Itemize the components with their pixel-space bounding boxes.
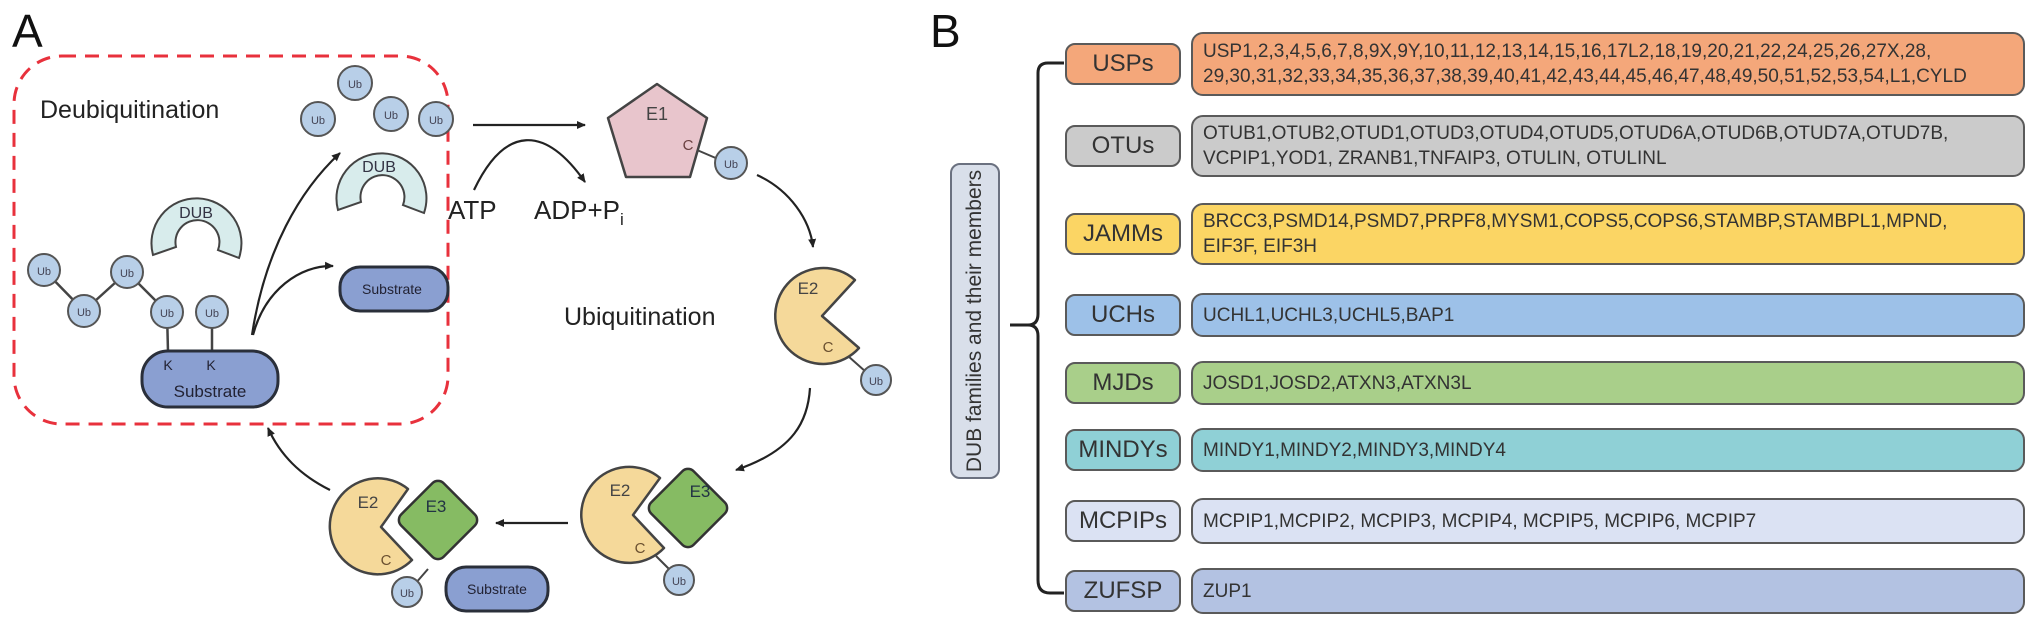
svg-text:Ub: Ub bbox=[160, 308, 174, 320]
svg-text:C: C bbox=[381, 552, 392, 569]
family-name-uchs: UCHs bbox=[1065, 294, 1181, 336]
family-members-jamms: BRCC3,PSMD14,PSMD7,PRPF8,MYSM1,COPS5,COP… bbox=[1191, 203, 2025, 265]
e2-e3-substrate-complex-icon: E2 E3 C Ub Substrate bbox=[328, 477, 550, 613]
svg-text:E3: E3 bbox=[690, 482, 711, 501]
ub-molecule-icon: Ub bbox=[337, 65, 373, 101]
arrow-e1-to-e2 bbox=[756, 173, 817, 248]
released-ub-group: Ub Ub Ub Ub bbox=[300, 65, 454, 137]
svg-text:E3: E3 bbox=[426, 497, 447, 516]
ubiquitination-label: Ubiquitination bbox=[564, 303, 716, 331]
family-members-otus: OTUB1,OTUB2,OTUD1,OTUD3,OTUD4,OTUD5,OTUD… bbox=[1191, 115, 2025, 177]
svg-text:C: C bbox=[823, 339, 834, 356]
family-row-otus: OTUs OTUB1,OTUB2,OTUD1,OTUD3,OTUD4,OTUD5… bbox=[1065, 115, 2025, 177]
ub-molecule-icon: Ub bbox=[27, 253, 61, 287]
svg-text:Ub: Ub bbox=[724, 159, 738, 171]
atp-hydrolysis-arrow bbox=[473, 139, 586, 191]
family-members-usps: USP1,2,3,4,5,6,7,8,9X,9Y,10,11,12,13,14,… bbox=[1191, 32, 2025, 96]
family-name-zufsp: ZUFSP bbox=[1065, 570, 1181, 612]
arrow-e2-to-e2e3 bbox=[735, 387, 812, 472]
svg-text:E2: E2 bbox=[610, 481, 631, 500]
ub-molecule-icon: Ub bbox=[110, 255, 144, 289]
svg-text:K: K bbox=[163, 357, 173, 373]
svg-text:Ub: Ub bbox=[311, 115, 325, 127]
svg-text:E2: E2 bbox=[798, 279, 819, 298]
e2-enzyme-icon: E2 C Ub bbox=[774, 266, 892, 396]
svg-text:Ub: Ub bbox=[348, 79, 362, 91]
svg-text:Ub: Ub bbox=[400, 588, 414, 600]
family-members-uchs: UCHL1,UCHL3,UCHL5,BAP1 bbox=[1191, 293, 2025, 337]
ub-molecule-icon: Ub bbox=[195, 295, 229, 329]
deubiquitination-region-box bbox=[12, 54, 450, 426]
family-row-mindys: MINDYs MINDY1,MINDY2,MINDY3,MINDY4 bbox=[1065, 428, 2025, 472]
svg-text:DUB: DUB bbox=[179, 205, 213, 222]
family-members-mindys: MINDY1,MINDY2,MINDY3,MINDY4 bbox=[1191, 428, 2025, 472]
panel-b-letter: B bbox=[930, 5, 961, 57]
panel-b-dub-families: B DUB families and their members USPs US… bbox=[930, 0, 2032, 627]
svg-text:E1: E1 bbox=[646, 104, 668, 124]
ub-molecule-icon: Ub bbox=[150, 295, 184, 329]
family-row-jamms: JAMMs BRCC3,PSMD14,PSMD7,PRPF8,MYSM1,COP… bbox=[1065, 203, 2025, 265]
deubiquitination-label: Deubiquitination bbox=[40, 96, 219, 124]
svg-text:Ub: Ub bbox=[384, 110, 398, 122]
family-name-otus: OTUs bbox=[1065, 125, 1181, 167]
ub-chain-molecules: Ub Ub Ub Ub Ub bbox=[27, 253, 229, 329]
family-members-mcpips: MCPIP1,MCPIP2, MCPIP3, MCPIP4, MCPIP5, M… bbox=[1191, 498, 2025, 544]
svg-text:Substrate: Substrate bbox=[362, 281, 422, 297]
svg-text:Ub: Ub bbox=[77, 307, 91, 319]
svg-text:Ub: Ub bbox=[37, 266, 51, 278]
family-row-mjds: MJDs JOSD1,JOSD2,ATXN3,ATXN3L bbox=[1065, 361, 2025, 405]
arrow-complex-to-deubiquitination bbox=[266, 427, 331, 491]
svg-text:C: C bbox=[635, 540, 646, 557]
svg-text:DUB: DUB bbox=[362, 159, 396, 176]
ub-molecule-icon: Ub bbox=[418, 101, 454, 137]
family-members-mjds: JOSD1,JOSD2,ATXN3,ATXN3L bbox=[1191, 361, 2025, 405]
arrow-to-released-ub bbox=[250, 152, 341, 336]
family-name-mjds: MJDs bbox=[1065, 362, 1181, 404]
dub-enzyme-icon: DUB bbox=[150, 197, 243, 260]
svg-text:C: C bbox=[683, 137, 694, 154]
family-bracket bbox=[1010, 61, 1064, 595]
family-name-mcpips: MCPIPs bbox=[1065, 500, 1181, 542]
e1-enzyme-icon: E1 C Ub bbox=[606, 82, 748, 180]
family-name-mindys: MINDYs bbox=[1065, 429, 1181, 471]
ub-molecule-icon: Ub bbox=[373, 96, 409, 132]
svg-text:Ub: Ub bbox=[120, 268, 134, 280]
svg-text:K: K bbox=[206, 357, 216, 373]
atp-label: ATP bbox=[448, 195, 497, 225]
svg-text:Ub: Ub bbox=[205, 308, 219, 320]
panel-a-ubiquitination-cycle: A Deubiquitination Ub Ub Ub Ub Ub bbox=[0, 0, 930, 627]
panel-a-diagram: Deubiquitination Ub Ub Ub Ub Ub K K Subs… bbox=[12, 54, 892, 613]
family-members-zufsp: ZUP1 bbox=[1191, 568, 2025, 614]
family-row-usps: USPs USP1,2,3,4,5,6,7,8,9X,9Y,10,11,12,1… bbox=[1065, 32, 2025, 96]
adp-label: ADP+Pi bbox=[534, 195, 624, 229]
ubiquitinated-substrate: K K Substrate bbox=[140, 349, 280, 409]
ub-molecule-icon: Ub bbox=[67, 294, 101, 328]
released-dub-icon: DUB bbox=[335, 152, 428, 215]
family-row-uchs: UCHs UCHL1,UCHL3,UCHL5,BAP1 bbox=[1065, 293, 2025, 337]
e2-e3-complex-icon: E2 E3 C Ub bbox=[580, 465, 729, 596]
arrow-to-free-substrate bbox=[251, 261, 334, 336]
family-row-mcpips: MCPIPs MCPIP1,MCPIP2, MCPIP3, MCPIP4, MC… bbox=[1065, 498, 2025, 544]
svg-text:Ub: Ub bbox=[429, 115, 443, 127]
family-name-usps: USPs bbox=[1065, 43, 1181, 85]
svg-text:Ub: Ub bbox=[672, 576, 686, 588]
ub-molecule-icon: Ub bbox=[300, 101, 336, 137]
family-row-zufsp: ZUFSP ZUP1 bbox=[1065, 568, 2025, 614]
svg-text:Ub: Ub bbox=[869, 376, 883, 388]
svg-text:Substrate: Substrate bbox=[174, 382, 247, 401]
panel-a-letter: A bbox=[12, 5, 43, 57]
svg-text:E2: E2 bbox=[358, 493, 379, 512]
dub-families-group-label: DUB families and their members bbox=[950, 163, 1000, 479]
free-substrate: Substrate bbox=[338, 265, 450, 313]
svg-text:Substrate: Substrate bbox=[467, 581, 527, 597]
family-name-jamms: JAMMs bbox=[1065, 213, 1181, 255]
